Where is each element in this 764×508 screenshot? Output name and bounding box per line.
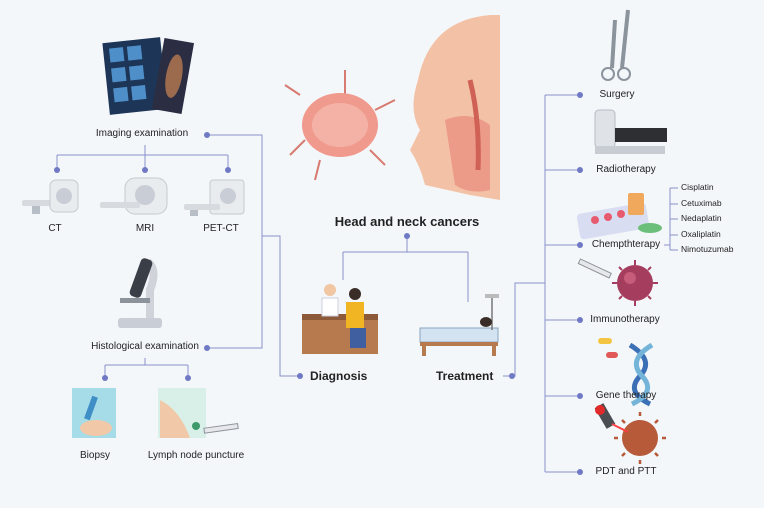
dot-mri	[142, 167, 148, 173]
microscope-icon	[118, 258, 162, 328]
dot-pdt	[577, 469, 583, 475]
radiotherapy-machine-icon	[594, 109, 667, 154]
dot-ct	[54, 167, 60, 173]
biopsy-icon	[72, 388, 116, 438]
virus-icon	[577, 258, 658, 306]
drug-cetuximab: Cetuximab	[681, 198, 722, 208]
treatment-gene-therapy-label: Gene therapy	[595, 390, 657, 401]
mri-label: MRI	[135, 223, 155, 234]
dot-biopsy	[102, 375, 108, 381]
dot-lymph	[185, 375, 191, 381]
dot-radio	[577, 167, 583, 173]
petct-label: PET-CT	[203, 223, 239, 234]
petct-scanner-icon	[184, 179, 245, 216]
surgery-tools-icon	[601, 9, 631, 81]
dot-diagnosis	[297, 373, 303, 379]
dna-icon	[598, 338, 654, 407]
dot-imaging	[204, 132, 210, 138]
dot-histology	[204, 345, 210, 351]
mri-scanner-icon	[100, 177, 168, 215]
drug-nimotuzumab: Nimotuzumab	[681, 244, 734, 254]
lymph-node-puncture-label: Lymph node puncture	[147, 450, 245, 461]
treatment-chemotherapy-label: Chempthterapy	[591, 239, 661, 250]
drug-nedaplatin: Nedaplatin	[681, 213, 722, 223]
treatment-label: Treatment	[436, 369, 494, 383]
imaging-films-icon	[102, 37, 195, 115]
histological-examination-label: Histological examination	[91, 341, 199, 352]
lymph-node-puncture-icon	[158, 388, 239, 438]
head-profile-icon	[410, 15, 500, 200]
treatment-immunotherapy-label: Immunotherapy	[590, 314, 660, 325]
drug-cisplatin: Cisplatin	[681, 182, 714, 192]
treatment-pdt-ptt-label: PDT and PTT	[595, 466, 657, 477]
treatment-radiotherapy-label: Radiotherapy	[596, 164, 656, 175]
diagnosis-label: Diagnosis	[310, 369, 368, 383]
treatment-surgery-label: Surgery	[599, 89, 635, 100]
dot-chemo	[577, 242, 583, 248]
pdt-ptt-icon	[594, 403, 666, 464]
hospital-bed-icon	[419, 294, 499, 356]
imaging-examination-label: Imaging examination	[95, 128, 189, 139]
connector-lines	[56, 94, 678, 473]
consultation-icon	[302, 284, 378, 354]
page-title: Head and neck cancers	[334, 214, 480, 229]
dot-petct	[225, 167, 231, 173]
ct-scanner-icon	[22, 179, 79, 214]
drug-oxaliplatin: Oxaliplatin	[681, 229, 721, 239]
dot-surgery	[577, 92, 583, 98]
pills-icon	[576, 193, 662, 240]
tumor-icon	[284, 70, 396, 181]
dot-title	[404, 233, 410, 239]
dot-treatment	[509, 373, 515, 379]
biopsy-label: Biopsy	[79, 450, 111, 461]
dot-immuno	[577, 317, 583, 323]
ct-label: CT	[48, 223, 62, 234]
dot-gene	[577, 393, 583, 399]
connector-dots	[54, 92, 583, 475]
